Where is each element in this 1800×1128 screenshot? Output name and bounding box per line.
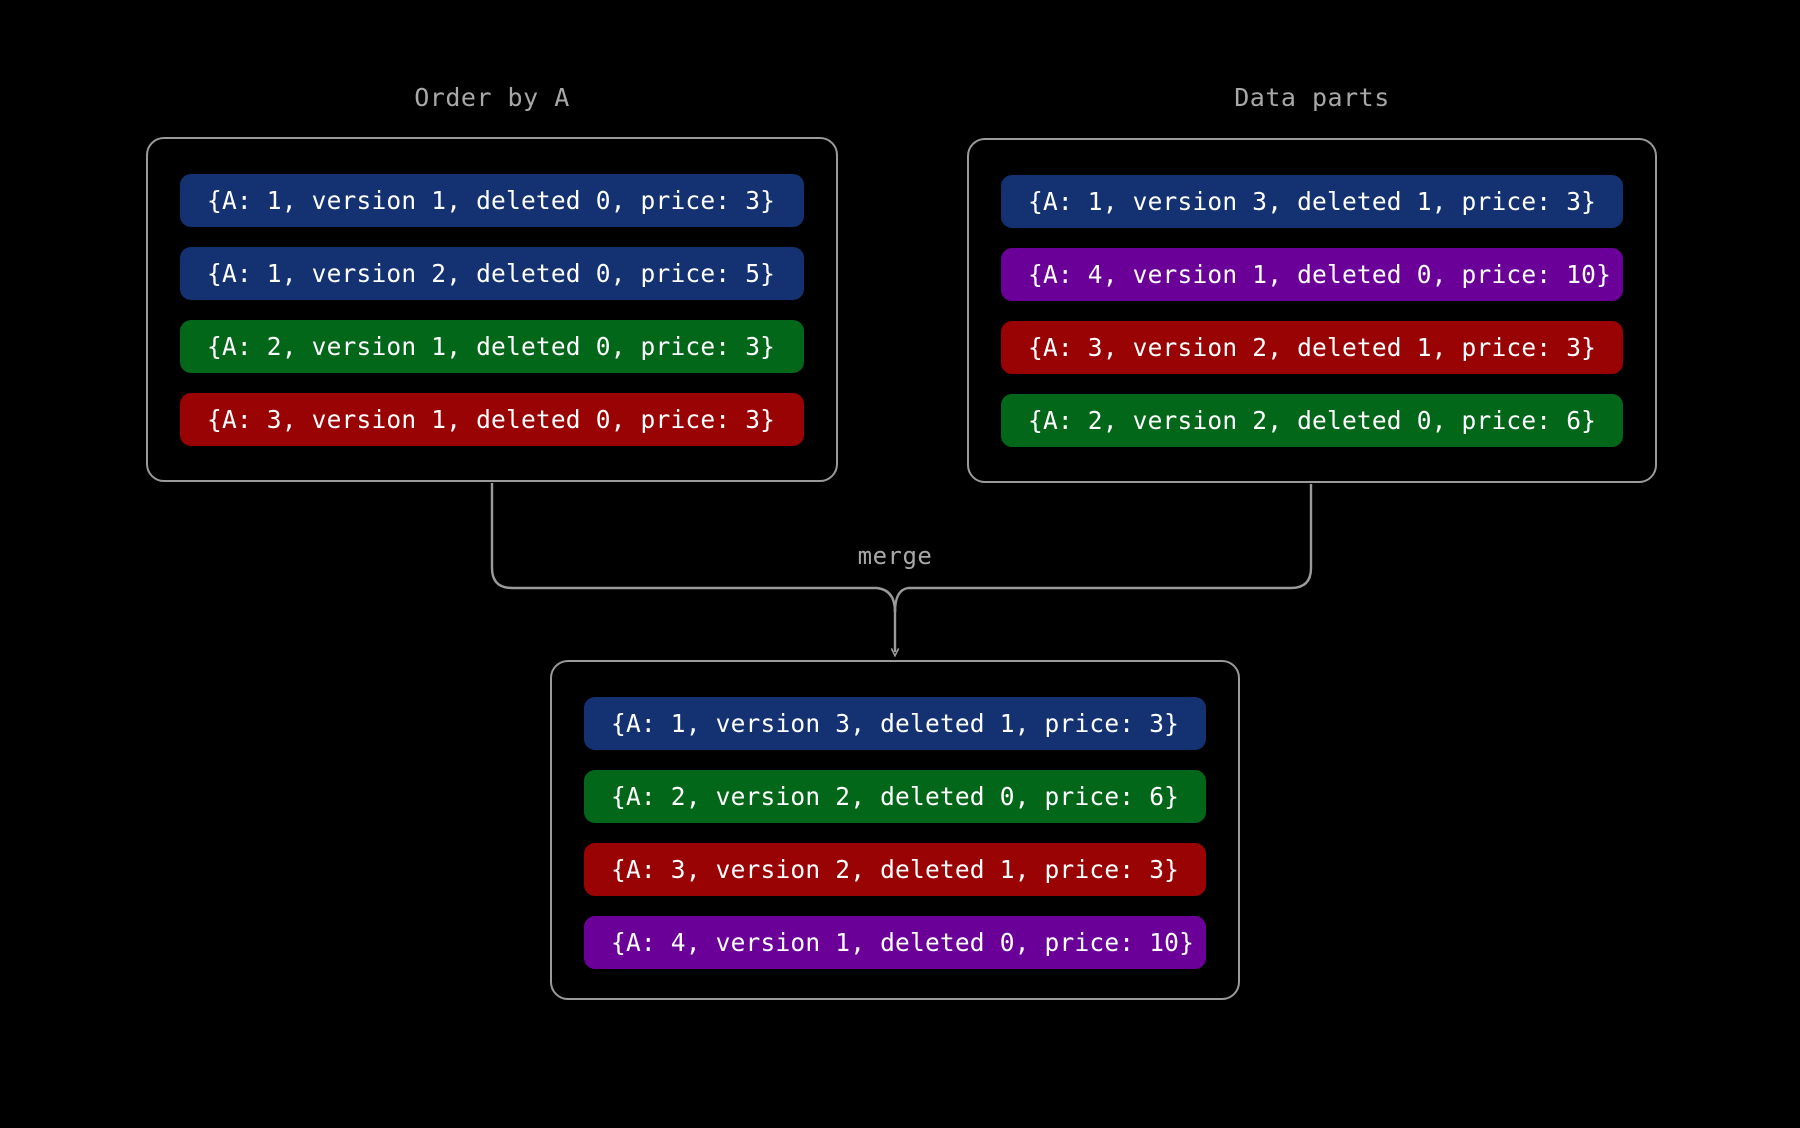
row-text: {A: 3, version 2, deleted 1, price: 3} — [1028, 333, 1597, 362]
table-row[interactable]: {A: 3, version 2, deleted 1, price: 3} — [1001, 321, 1623, 374]
table-row[interactable]: {A: 2, version 2, deleted 0, price: 6} — [584, 770, 1206, 823]
table-row[interactable]: {A: 1, version 3, deleted 1, price: 3} — [1001, 175, 1623, 228]
table-row[interactable]: {A: 1, version 2, deleted 0, price: 5} — [180, 247, 804, 300]
row-text: {A: 3, version 1, deleted 0, price: 3} — [207, 405, 776, 434]
row-text: {A: 1, version 1, deleted 0, price: 3} — [207, 186, 776, 215]
connector-right-curve — [893, 586, 909, 613]
merge-label: merge — [857, 542, 933, 570]
row-text: {A: 1, version 3, deleted 1, price: 3} — [611, 709, 1180, 738]
table-row[interactable]: {A: 3, version 2, deleted 1, price: 3} — [584, 843, 1206, 896]
merged-row-list: {A: 1, version 3, deleted 1, price: 3} {… — [584, 697, 1206, 969]
connector-left-branch — [490, 483, 877, 590]
row-text: {A: 2, version 2, deleted 0, price: 6} — [1028, 406, 1597, 435]
table-row[interactable]: {A: 1, version 1, deleted 0, price: 3} — [180, 174, 804, 227]
connector-right-branch — [908, 484, 1313, 590]
connector-left-curve — [876, 586, 897, 613]
row-text: {A: 1, version 3, deleted 1, price: 3} — [1028, 187, 1597, 216]
order-by-a-title: Order by A — [414, 83, 570, 112]
order-by-a-row-list: {A: 1, version 1, deleted 0, price: 3} {… — [180, 174, 804, 446]
row-text: {A: 2, version 1, deleted 0, price: 3} — [207, 332, 776, 361]
table-row[interactable]: {A: 4, version 1, deleted 0, price: 10} — [1001, 248, 1623, 301]
table-row[interactable]: {A: 2, version 2, deleted 0, price: 6} — [1001, 394, 1623, 447]
table-row[interactable]: {A: 2, version 1, deleted 0, price: 3} — [180, 320, 804, 373]
data-parts-panel: {A: 1, version 3, deleted 1, price: 3} {… — [967, 138, 1657, 483]
row-text: {A: 4, version 1, deleted 0, price: 10} — [1028, 260, 1612, 289]
data-parts-row-list: {A: 1, version 3, deleted 1, price: 3} {… — [1001, 175, 1623, 447]
table-row[interactable]: {A: 4, version 1, deleted 0, price: 10} — [584, 916, 1206, 969]
row-text: {A: 1, version 2, deleted 0, price: 5} — [207, 259, 776, 288]
order-by-a-panel: {A: 1, version 1, deleted 0, price: 3} {… — [146, 137, 838, 482]
table-row[interactable]: {A: 3, version 1, deleted 0, price: 3} — [180, 393, 804, 446]
row-text: {A: 4, version 1, deleted 0, price: 10} — [611, 928, 1195, 957]
table-row[interactable]: {A: 1, version 3, deleted 1, price: 3} — [584, 697, 1206, 750]
merged-result-panel: {A: 1, version 3, deleted 1, price: 3} {… — [550, 660, 1240, 1000]
row-text: {A: 3, version 2, deleted 1, price: 3} — [611, 855, 1180, 884]
row-text: {A: 2, version 2, deleted 0, price: 6} — [611, 782, 1180, 811]
data-parts-title: Data parts — [1234, 83, 1390, 112]
